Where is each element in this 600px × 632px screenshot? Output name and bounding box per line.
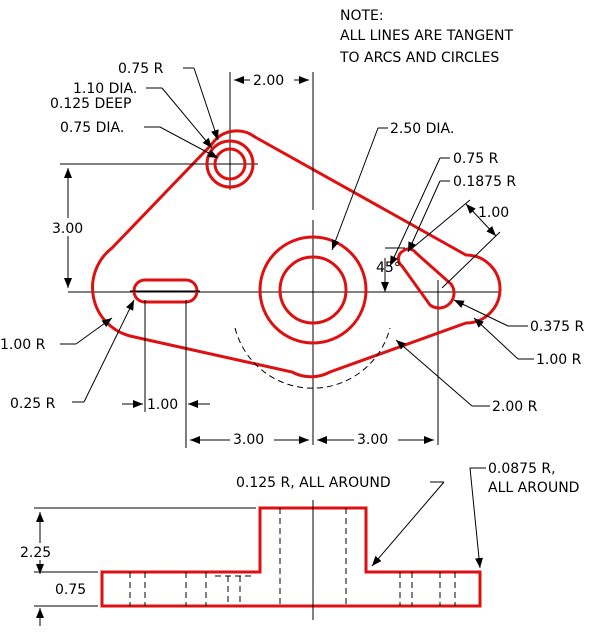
label-200r: 2.00 R — [492, 399, 538, 415]
dim-100-slot-ext-2 — [441, 231, 501, 289]
leader-100r-right-angled — [473, 317, 519, 360]
note-line-2: TO ARCS AND CIRCLES — [339, 50, 499, 66]
dim-075: 0.75 — [55, 582, 86, 598]
right-angled-slot — [396, 247, 456, 310]
label-100r-right: 1.00 R — [536, 352, 582, 368]
leader-110-dia-angled — [161, 87, 213, 149]
dim-200-top: 2.00 — [253, 73, 284, 89]
leader-0125r-angled — [371, 481, 445, 567]
counterbore-outer-circle — [205, 139, 255, 189]
counterbore-inner-circle — [213, 147, 247, 181]
label-01875r: 0.1875 R — [453, 174, 516, 190]
leader-025r-angled — [83, 299, 135, 403]
dim-100-slot-ext-1 — [409, 199, 471, 251]
label-00875r: 0.0875 R, — [488, 461, 556, 477]
leader-250-dia-angled — [331, 127, 379, 251]
leader-075r-top-angled — [193, 67, 219, 141]
leader-100r-left-angled — [75, 317, 113, 345]
dim-225: 2.25 — [20, 545, 51, 561]
dim-300-right: 3.00 — [357, 432, 388, 448]
dim-300-left: 3.00 — [233, 432, 264, 448]
label-025r: 0.25 R — [10, 396, 56, 412]
label-250-dia: 2.50 DIA. — [390, 121, 454, 137]
dim-300-vert: 3.00 — [52, 221, 83, 237]
label-0375r: 0.375 R — [530, 319, 585, 335]
front-view: 0.125 R, ALL AROUND 0.0875 R, ALL AROUND… — [18, 461, 579, 626]
dim-100-slot-line — [465, 203, 497, 237]
note-title: NOTE: — [340, 8, 384, 24]
leader-075r-right-angled — [389, 157, 441, 267]
dim-100-slot: 1.00 — [478, 205, 509, 221]
leader-00875r-vertical — [469, 467, 483, 569]
label-075r-right: 0.75 R — [453, 151, 499, 167]
label-0125r-all-around: 0.125 R, ALL AROUND — [236, 475, 391, 491]
label-075-dia: 0.75 DIA. — [60, 120, 124, 136]
hidden-arc-r200 — [234, 327, 391, 389]
part-outline-front — [100, 506, 482, 608]
dim-100-bottom: 1.00 — [147, 397, 178, 413]
label-00875r-all-around: ALL AROUND — [488, 480, 579, 496]
leader-075-dia-angled — [159, 126, 219, 159]
leader-01875r-angled — [407, 180, 441, 253]
label-0125-deep: 0.125 DEEP — [50, 96, 131, 112]
label-110-dia: 1.10 DIA. — [73, 81, 137, 97]
top-view-dimensions: 0.75 R 1.10 DIA. 0.125 DEEP 0.75 DIA. 2.… — [0, 61, 585, 448]
leader-200r-angled — [395, 339, 473, 407]
label-075r-top: 0.75 R — [118, 61, 164, 77]
leader-0375r-angled — [453, 299, 509, 327]
boss-inner-circle — [278, 255, 348, 325]
label-100r-left: 1.00 R — [0, 337, 46, 353]
boss-outer-circle — [258, 235, 368, 345]
part-outline-top — [91, 129, 502, 379]
angle-45-label: 45° — [376, 260, 401, 276]
note-line-1: ALL LINES ARE TANGENT — [340, 28, 513, 44]
